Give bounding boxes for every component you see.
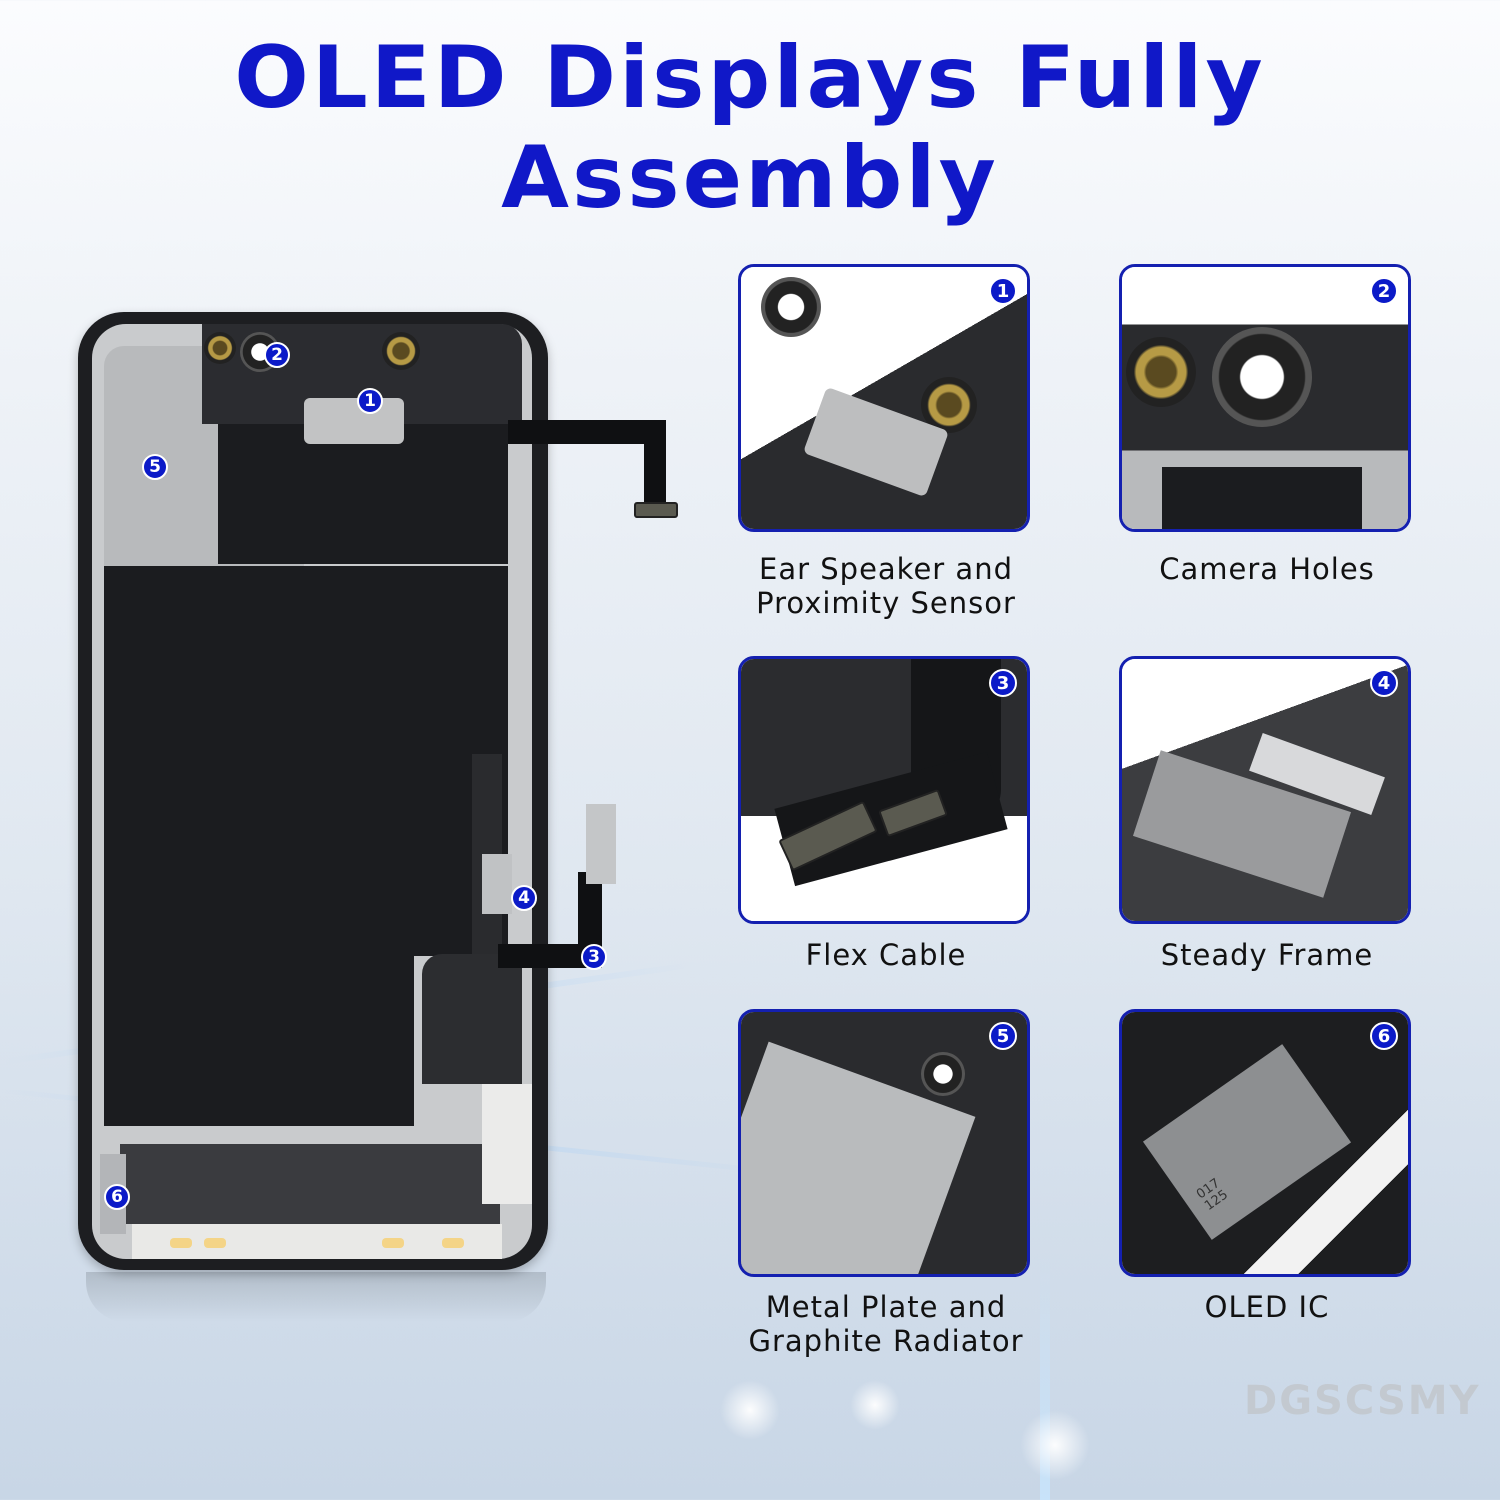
background-glow bbox=[1020, 1410, 1090, 1480]
adhesive-pad bbox=[170, 1238, 192, 1248]
proximity-sensor-lens bbox=[382, 332, 420, 370]
feature-caption-steady-frame: Steady Frame bbox=[1117, 938, 1417, 972]
feature-number-badge: 3 bbox=[989, 669, 1017, 697]
feature-number-badge: 6 bbox=[1370, 1022, 1398, 1050]
graphite-closeup bbox=[1162, 467, 1362, 529]
feature-number-badge: 5 bbox=[989, 1022, 1017, 1050]
caption-line: Steady Frame bbox=[1160, 938, 1374, 972]
background-glow bbox=[720, 1380, 780, 1440]
adhesive-pad bbox=[382, 1238, 404, 1248]
top-flex-cable bbox=[644, 420, 666, 510]
oled-display-assembly-image: 1 2 3 4 5 6 bbox=[78, 312, 678, 1270]
feature-card-camera-holes: 2 bbox=[1119, 264, 1411, 532]
feature-card-ear-speaker: 1 bbox=[738, 264, 1030, 532]
top-flex-connector bbox=[634, 502, 678, 518]
marker-badge-2: 2 bbox=[264, 342, 290, 368]
camera-hole-closeup bbox=[1212, 327, 1312, 427]
caption-line: OLED IC bbox=[1204, 1290, 1330, 1324]
marker-badge-4: 4 bbox=[511, 885, 537, 911]
feature-number-badge: 2 bbox=[1370, 277, 1398, 305]
feature-card-flex-cable: 3 bbox=[738, 656, 1030, 924]
bottom-bracket bbox=[132, 1224, 502, 1259]
bottom-flex-connector bbox=[586, 804, 616, 884]
adhesive-pad bbox=[442, 1238, 464, 1248]
caption-line: Flex Cable bbox=[805, 938, 967, 972]
feature-card-metal-plate: 5 bbox=[738, 1009, 1030, 1277]
caption-line: Camera Holes bbox=[1159, 552, 1375, 586]
chip-marking: 017 125 bbox=[1194, 1176, 1231, 1214]
marker-badge-5: 5 bbox=[142, 454, 168, 480]
camera-closeup bbox=[761, 277, 821, 337]
page-title: OLED Displays Fully Assembly bbox=[234, 28, 1266, 228]
ic-shield bbox=[482, 854, 512, 914]
feature-caption-ear-speaker: Ear Speaker and Proximity Sensor bbox=[736, 552, 1036, 620]
face-id-lens bbox=[204, 332, 236, 364]
caption-line: Graphite Radiator bbox=[748, 1324, 1024, 1358]
top-flex-cable bbox=[508, 420, 658, 444]
marker-badge-6: 6 bbox=[104, 1184, 130, 1210]
feature-caption-metal-plate: Metal Plate and Graphite Radiator bbox=[736, 1290, 1036, 1358]
corner-bracket bbox=[482, 1084, 532, 1204]
caption-line: Ear Speaker and bbox=[759, 552, 1013, 586]
graphite-radiator bbox=[104, 566, 508, 956]
brand-watermark: DGSCSMY bbox=[1244, 1378, 1481, 1424]
marker-badge-1: 1 bbox=[357, 388, 383, 414]
feature-caption-camera-holes: Camera Holes bbox=[1117, 552, 1417, 586]
display-driver-strip bbox=[120, 1144, 500, 1224]
caption-line: Proximity Sensor bbox=[756, 586, 1016, 620]
bottom-flex-ribbon bbox=[422, 954, 522, 1084]
caption-line: Metal Plate and bbox=[765, 1290, 1007, 1324]
feature-number-badge: 4 bbox=[1370, 669, 1398, 697]
feature-card-oled-ic: 017 125 6 bbox=[1119, 1009, 1411, 1277]
camera-closeup bbox=[921, 1052, 965, 1096]
feature-number-badge: 1 bbox=[989, 277, 1017, 305]
feature-caption-flex-cable: Flex Cable bbox=[736, 938, 1036, 972]
phone-reflection bbox=[86, 1272, 546, 1322]
display-back-frame bbox=[92, 324, 532, 1259]
ear-speaker-grille bbox=[304, 398, 404, 444]
feature-caption-oled-ic: OLED IC bbox=[1117, 1290, 1417, 1324]
background-glow bbox=[850, 1380, 900, 1430]
graphite-radiator bbox=[104, 956, 414, 1126]
feature-card-steady-frame: 4 bbox=[1119, 656, 1411, 924]
background-light-ray bbox=[1040, 1250, 1050, 1500]
adhesive-pad bbox=[204, 1238, 226, 1248]
marker-badge-3: 3 bbox=[581, 944, 607, 970]
face-id-closeup bbox=[1126, 337, 1196, 407]
